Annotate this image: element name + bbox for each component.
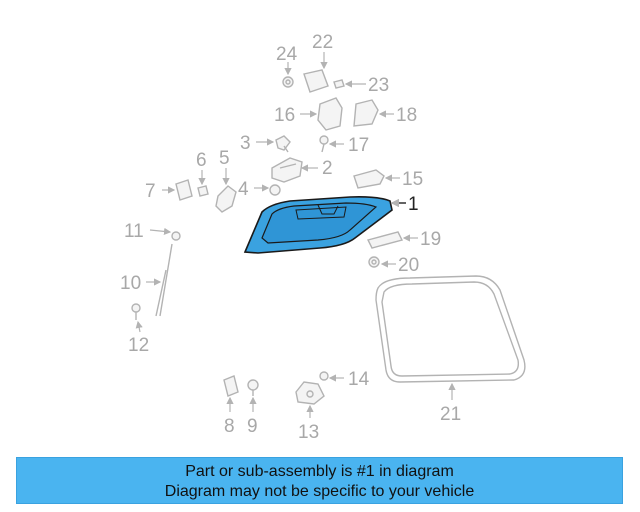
hinge-part-2 <box>271 157 318 183</box>
weatherstrip-part-21 <box>375 275 526 400</box>
callout-14[interactable]: 14 <box>348 369 370 390</box>
grommet-part-20 <box>368 256 396 268</box>
light-part-19 <box>366 231 418 249</box>
callout-22[interactable]: 22 <box>312 32 333 53</box>
callout-16[interactable]: 16 <box>274 105 295 126</box>
callout-3[interactable]: 3 <box>240 133 251 154</box>
banner-part-notice: Part or sub-assembly is #1 in diagram <box>185 463 454 480</box>
banner-disclaimer: Diagram may not be specific to your vehi… <box>164 483 475 500</box>
bolt-part-9 <box>247 379 259 412</box>
callout-23[interactable]: 23 <box>368 75 389 96</box>
callout-19[interactable]: 19 <box>420 229 441 250</box>
gas-strut-part-10 <box>146 243 173 317</box>
callout-6[interactable]: 6 <box>196 150 207 171</box>
latch-assembly-part-13 <box>295 381 325 418</box>
handle-part-15 <box>353 169 400 189</box>
info-banner: Part or sub-assembly is #1 in diagram Di… <box>16 457 623 504</box>
callout-11[interactable]: 11 <box>124 221 144 242</box>
parts-diagram: 1 2 3 4 5 6 7 8 9 10 11 12 13 14 15 16 1… <box>120 32 526 443</box>
bracket-part-18 <box>353 99 394 127</box>
callout-4[interactable]: 4 <box>238 179 249 200</box>
nut-part-24 <box>282 62 294 88</box>
hinge-bracket-part-16 <box>300 97 343 131</box>
callout-13[interactable]: 13 <box>298 422 319 443</box>
bolt-part-23 <box>333 79 366 89</box>
ball-stud-part-11 <box>149 227 181 241</box>
callout-21[interactable]: 21 <box>440 404 461 425</box>
bolt-part-3 <box>256 135 291 153</box>
clip-part-6 <box>197 170 209 197</box>
clip-part-14 <box>319 371 344 382</box>
callout-18[interactable]: 18 <box>396 105 417 126</box>
callout-17[interactable]: 17 <box>348 135 369 156</box>
callout-9[interactable]: 9 <box>247 416 258 437</box>
hinge-cap-part-22 <box>303 52 329 93</box>
striker-part-8 <box>223 375 239 412</box>
callout-5[interactable]: 5 <box>219 148 230 169</box>
callout-7[interactable]: 7 <box>145 181 156 202</box>
callout-2[interactable]: 2 <box>322 158 333 179</box>
latch-part-5 <box>215 168 237 213</box>
callout-15[interactable]: 15 <box>402 169 423 190</box>
nut-part-4 <box>254 184 281 196</box>
ball-stud-part-12 <box>131 303 143 333</box>
liftgate-glass-part-1[interactable] <box>243 196 393 254</box>
callout-24[interactable]: 24 <box>276 44 298 65</box>
bracket-part-7 <box>162 179 193 201</box>
callout-1[interactable]: 1 <box>408 194 419 215</box>
callout-20[interactable]: 20 <box>398 255 419 276</box>
callout-10[interactable]: 10 <box>120 273 141 294</box>
callout-8[interactable]: 8 <box>224 416 235 437</box>
screw-part-17 <box>319 135 344 153</box>
callout-12[interactable]: 12 <box>128 335 149 356</box>
